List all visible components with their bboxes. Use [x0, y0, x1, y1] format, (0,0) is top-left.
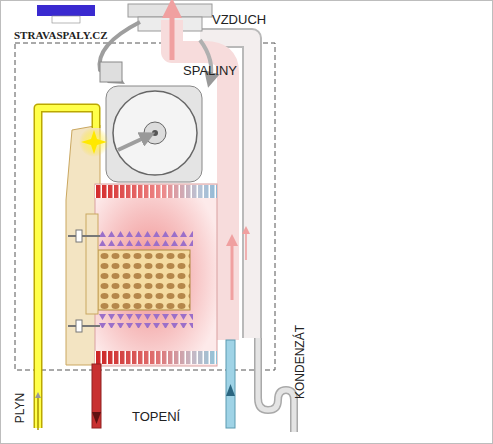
flue-gas-label: SPALINY — [183, 64, 237, 77]
flow-arrow — [226, 384, 235, 396]
flue-gas-arrow — [170, 8, 175, 60]
flue-gas-arrow — [245, 230, 247, 260]
fan-hub — [144, 122, 166, 144]
burner-manifold — [86, 214, 98, 314]
coil-bottom — [95, 351, 217, 364]
coil-gaps — [95, 185, 217, 198]
logo-bar — [37, 5, 95, 16]
electrode-holder — [76, 320, 82, 332]
coil-top — [95, 185, 217, 198]
air-arrow — [118, 136, 148, 150]
ionization-electrode — [68, 325, 100, 327]
logo-box — [52, 16, 80, 23]
ignition-electrode — [68, 235, 100, 237]
gas-pipe-outline — [38, 108, 96, 428]
flue-gas-arrow — [231, 240, 234, 300]
condensate-siphon-outline — [258, 338, 294, 432]
heat-exchanger — [95, 184, 217, 366]
gas-pipe — [38, 108, 96, 428]
fan-wheel — [113, 91, 197, 175]
watermark: STRAVASPALY.CZ — [14, 30, 108, 41]
flame-arrows — [98, 230, 193, 246]
condensate-siphon — [258, 338, 294, 432]
heating-flow-pipe — [92, 364, 101, 428]
heating-label: TOPENÍ — [132, 410, 180, 423]
burner-holes — [98, 250, 190, 310]
heating-return-pipe — [226, 340, 235, 428]
flow-arrow — [92, 412, 101, 424]
condensate-label: KONDENZÁT — [294, 325, 306, 399]
gas-flame — [81, 130, 107, 154]
electrode-holder — [76, 230, 82, 242]
coil-gaps — [95, 351, 217, 364]
gas-flow-arrow — [37, 395, 39, 430]
fan-housing — [106, 86, 202, 182]
fan-inlet — [100, 62, 122, 82]
fan-axle — [152, 130, 158, 136]
gas-label: PLYN — [14, 393, 26, 423]
burner — [98, 250, 190, 310]
flame-arrows — [98, 312, 193, 328]
gas-flame — [79, 127, 109, 157]
air-label: VZDUCH — [212, 13, 266, 26]
